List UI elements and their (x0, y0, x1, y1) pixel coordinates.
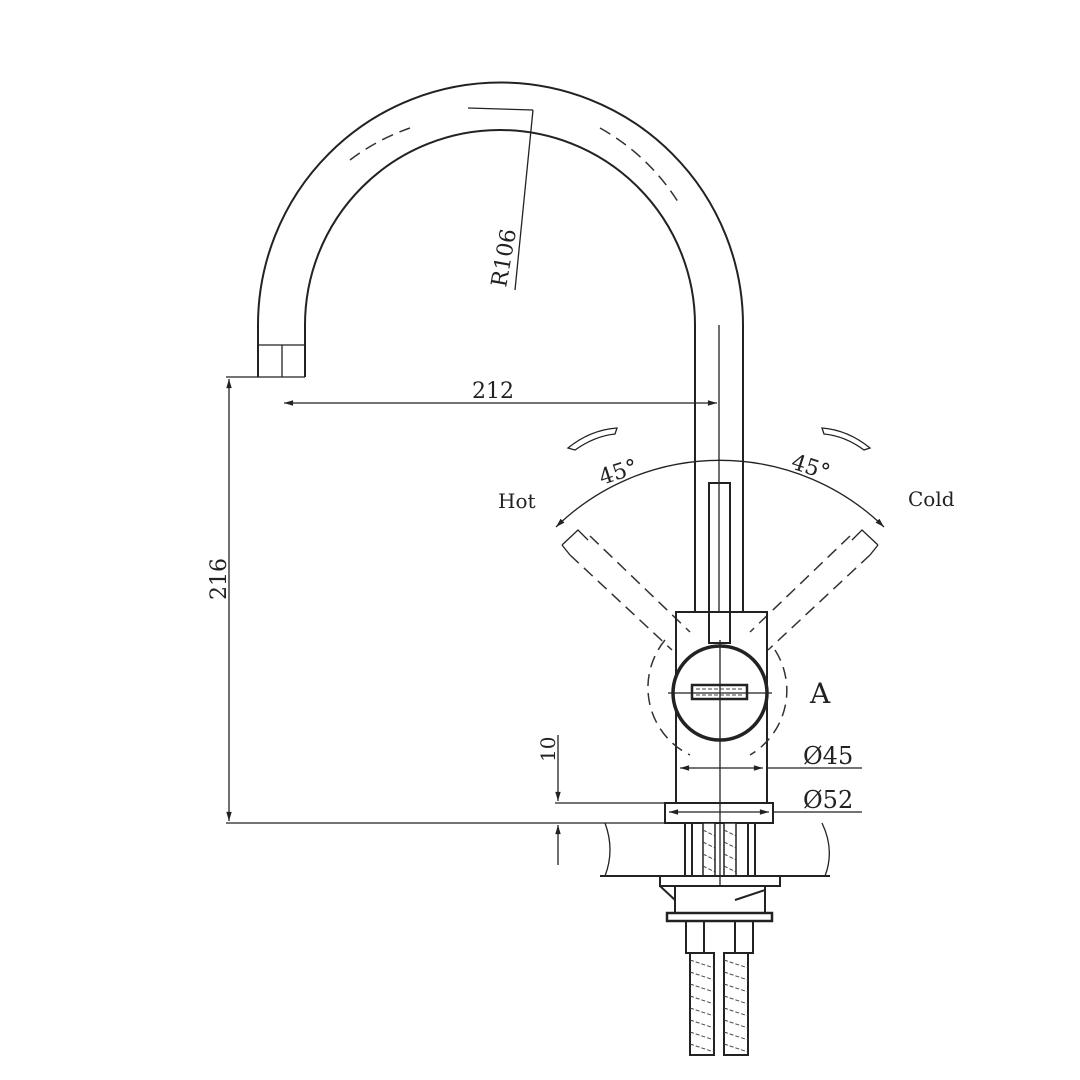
height-dimension: 216 (207, 376, 665, 824)
base-thickness-dimension: 10 (536, 735, 665, 865)
radius-label: R106 (487, 227, 522, 289)
hot-label: Hot (498, 489, 536, 513)
faucet-body: A (647, 482, 831, 885)
cold-angle-label: 45° (788, 450, 833, 486)
radius-dimension: R106 (467, 107, 534, 291)
spout (257, 81, 744, 612)
cold-label: Cold (908, 487, 955, 511)
height-label: 216 (207, 558, 232, 600)
reach-dimension: 212 (284, 379, 718, 406)
diameter-dimensions: Ø45 Ø52 (664, 742, 862, 824)
countertop-and-mount (600, 822, 830, 1056)
hot-angle-label: 45° (596, 455, 641, 491)
body-diameter-label: Ø45 (803, 742, 853, 770)
lever-rotation: 45° 45° Hot Cold (498, 427, 955, 651)
base-thickness-label: 10 (536, 737, 560, 762)
reach-label: 212 (472, 379, 514, 404)
base-diameter-label: Ø52 (803, 786, 853, 814)
view-label: A (809, 677, 831, 710)
